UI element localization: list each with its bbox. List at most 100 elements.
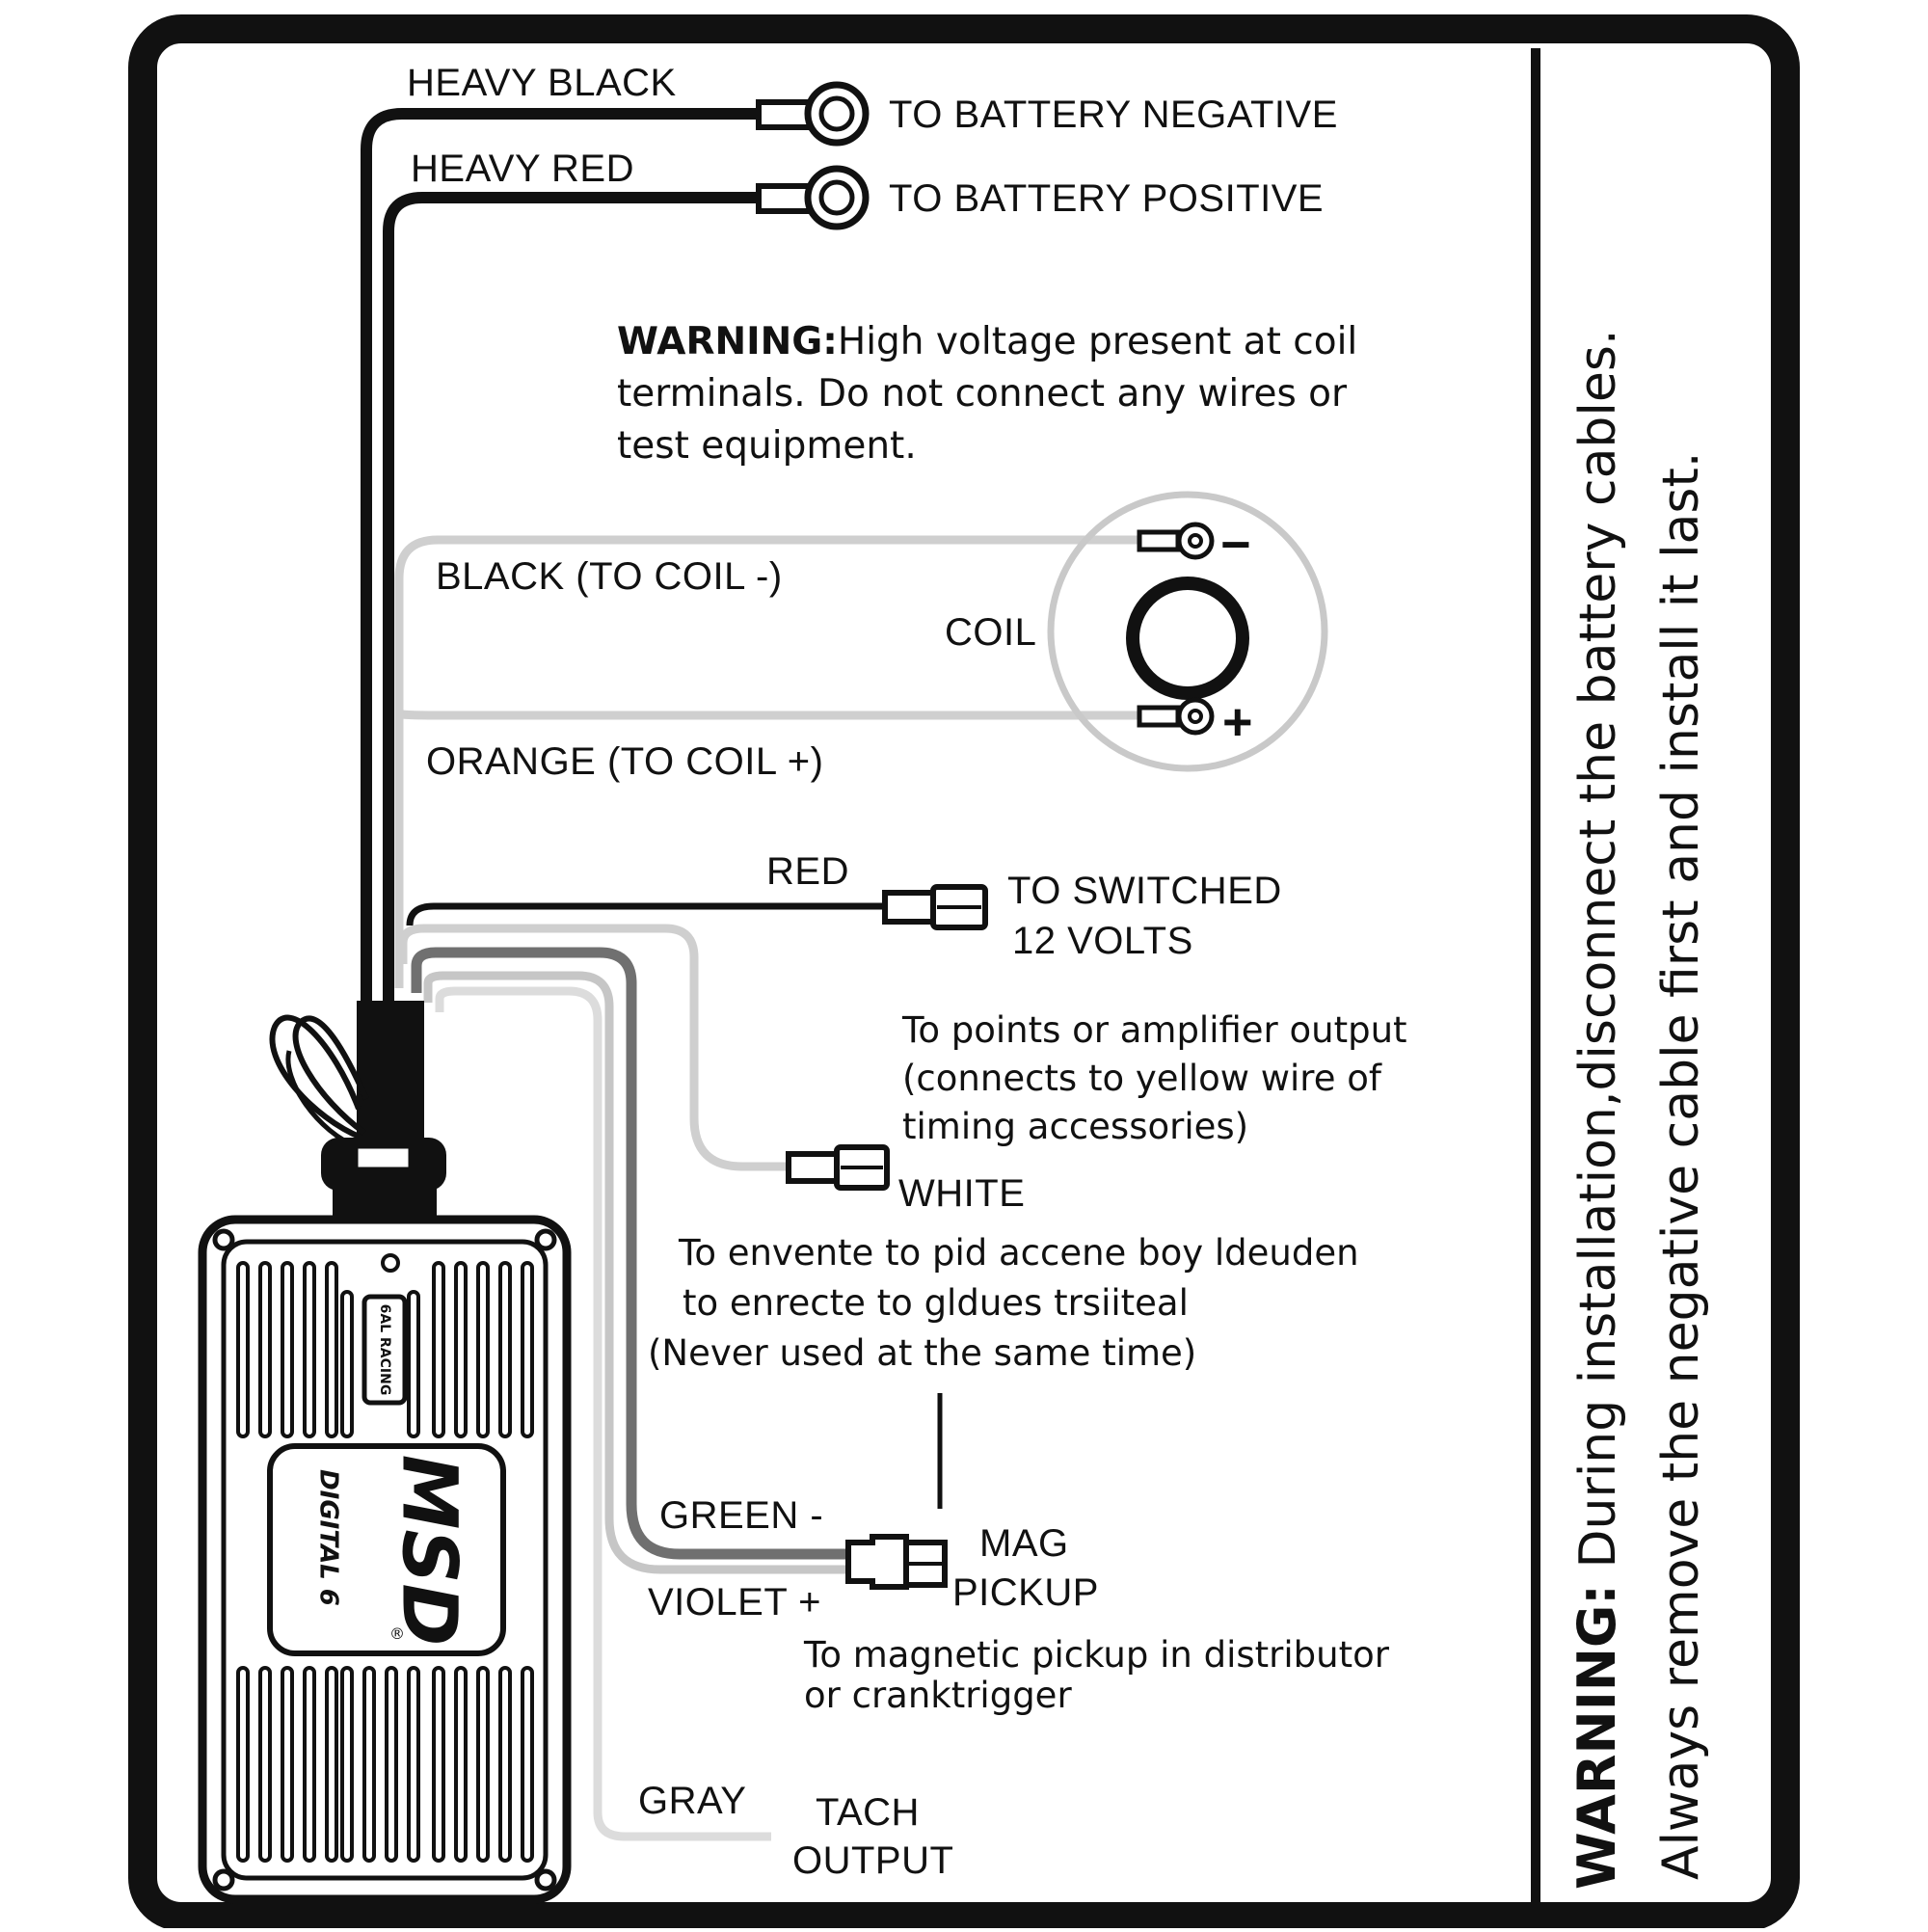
msd-cooling-fins [236,1261,534,1863]
label-mag-line2: PICKUP [952,1571,1099,1614]
msd-registered: ® [389,1624,405,1643]
mag-connector-male [845,1534,909,1590]
white-connector-a [786,1151,842,1184]
cooling-fin [476,1666,490,1863]
cooling-fin [454,1261,468,1438]
msd-model: DIGITAL 6 [314,1469,343,1606]
cooling-fin [236,1666,250,1863]
label-mag-line1: MAG [979,1522,1069,1565]
coil-warning-bold: WARNING: [617,320,838,363]
middle-note-line1: To envente to pid accene boy ldeuden [679,1232,1359,1274]
cooling-fin [340,1666,354,1863]
cooling-fin [325,1261,338,1438]
label-white: WHITE [898,1172,1026,1215]
coil-neg-lug [1137,529,1181,552]
cooling-fin [407,1666,420,1863]
side-warning-bold: WARNING: [1566,1584,1627,1890]
cooling-fin [303,1666,316,1863]
wire-bundle-sleeve [357,1001,424,1140]
switched-connector-a [882,890,938,925]
msd-badge [362,1294,408,1406]
wire-red [406,902,887,926]
middle-note: To envente to pid accene boy ldeuden to … [648,1228,1359,1379]
msd-badge-text: 6AL RACING [377,1304,392,1396]
label-heavy-black: HEAVY BLACK [407,62,677,104]
label-orange-coil: ORANGE (TO COIL +) [426,740,824,783]
msd-brand: MSD [386,1455,472,1647]
label-heavy-red: HEAVY RED [411,148,634,190]
middle-note-line3: (Never used at the same time) [648,1332,1197,1374]
msd-mount-hole-tr [534,1228,557,1251]
wire-loop-1 [269,1014,363,1140]
label-tach-line2: OUTPUT [792,1839,954,1882]
side-warning-text1: During installation,disconnect the batte… [1569,329,1627,1569]
mag-note-line2: or cranktrigger [804,1675,1072,1716]
cooling-fin [340,1290,354,1438]
cooling-fin [303,1261,316,1438]
msd-mount-hole-tl [212,1228,235,1251]
mag-note-line1: To magnetic pickup in distributor [804,1634,1389,1676]
cooling-fin [407,1290,420,1438]
side-warning-line2: Always remove the negative cable first a… [1652,451,1710,1880]
grommet-window [355,1145,412,1170]
coil-pos-ring [1176,697,1215,736]
wire-green [411,947,848,1560]
coil-neg-hole [1188,533,1203,549]
cooling-fin [521,1666,534,1863]
coil-pos-lug [1137,705,1181,728]
label-violet: VIOLET + [648,1581,822,1623]
coil-warning-note: WARNING:High voltage present at coil ter… [617,316,1357,472]
wire-loop-2 [292,1015,369,1136]
wire-orange-to-coil [394,709,1138,720]
points-note-line1: To points or amplifier output [902,1009,1407,1051]
label-switched-line2: 12 VOLTS [1012,920,1193,962]
wire-heavy-black [361,108,762,1003]
coil-warning-line1: WARNING:High voltage present at coil [617,316,1357,368]
cooling-fin [454,1666,468,1863]
middle-note-line2: to enrecte to gldues trsiiteal [683,1282,1189,1324]
label-coil: COIL [945,611,1037,654]
cooling-fin [325,1666,338,1863]
label-switched-line1: TO SWITCHED [1007,870,1282,912]
points-note: To points or amplifier output (connects … [902,1006,1407,1151]
label-red: RED [766,850,849,893]
points-note-line3: timing accessories) [902,1106,1249,1147]
cooling-fin [236,1261,250,1438]
cooling-fin [432,1261,445,1438]
coil-neg-ring [1176,522,1215,560]
cooling-fin [258,1666,272,1863]
cooling-fin [281,1261,294,1438]
msd-box-inner [221,1239,549,1881]
cooling-fin [362,1666,376,1863]
msd-label-plate [267,1443,506,1656]
wire-white [398,924,790,1171]
cooling-fin [385,1666,398,1863]
points-note-line2: (connects to yellow wire of [902,1058,1381,1099]
battery-pos-hole [818,179,855,216]
msd-mount-hole-br [534,1868,557,1892]
label-battery-negative: TO BATTERY NEGATIVE [889,94,1338,136]
label-black-coil: BLACK (TO COIL -) [436,555,783,598]
coil-warning-line3: test equipment. [617,424,917,468]
msd-led [381,1253,400,1273]
label-tach-line1: TACH [816,1791,920,1834]
battery-neg-hole [818,95,855,132]
wire-black-to-coil [394,535,1138,988]
cooling-fin [521,1261,534,1438]
coil-center [1126,577,1249,700]
mag-note: To magnetic pickup in distributor or cra… [804,1635,1389,1716]
label-gray: GRAY [638,1780,747,1822]
cooling-fin [281,1666,294,1863]
label-coil-plus: + [1222,693,1254,751]
coil-warning-text1: High voltage present at coil [837,320,1358,363]
side-warning-line1: WARNING: During installation,disconnect … [1566,330,1627,1891]
label-coil-minus: − [1220,516,1252,574]
label-green: GREEN - [659,1494,824,1537]
coil-pos-hole [1188,709,1203,724]
wire-violet [423,971,848,1574]
wire-heavy-red [383,192,762,1003]
cooling-fin [498,1666,512,1863]
cooling-fin [498,1261,512,1438]
